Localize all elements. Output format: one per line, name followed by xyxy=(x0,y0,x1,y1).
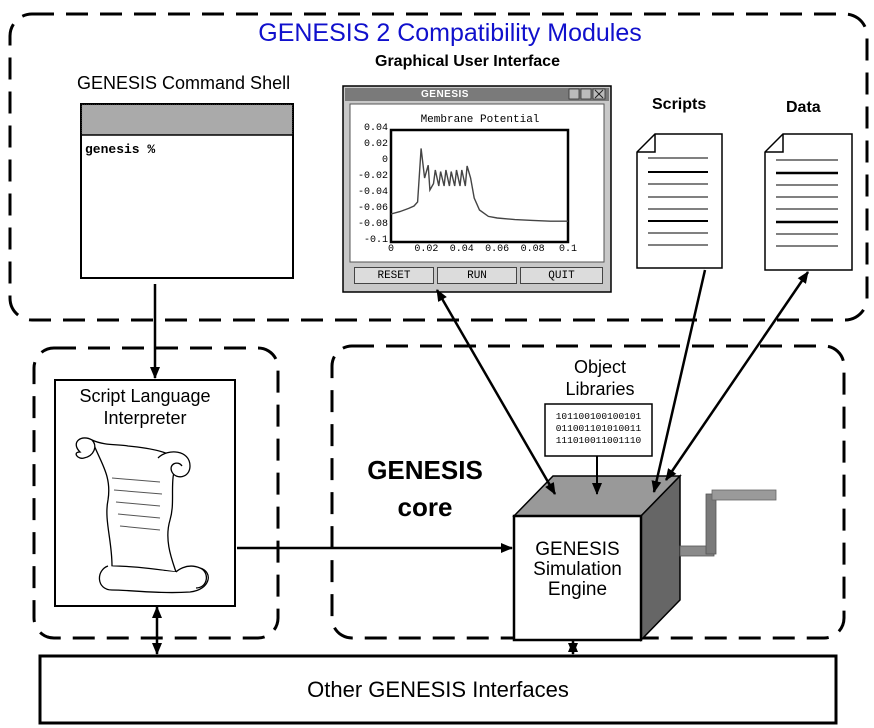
bits-line: 111010011001110 xyxy=(555,435,642,446)
reset-button[interactable]: RESET xyxy=(354,267,434,284)
engine-label-line2: Simulation xyxy=(533,559,622,580)
engine-cube xyxy=(512,474,682,642)
bits-text: 101100100100101 011001101010011 11101001… xyxy=(545,411,652,447)
x-tick-label: 0.04 xyxy=(449,244,474,255)
y-tick-label: -0.1 xyxy=(363,235,388,246)
interpreter-label-line2: Interpreter xyxy=(103,408,187,428)
run-button[interactable]: RUN xyxy=(437,267,517,284)
scripts-document-icon xyxy=(636,133,723,269)
y-tick-label: -0.08 xyxy=(357,219,388,230)
x-tick-label: 0.06 xyxy=(485,244,510,255)
x-tick-label: 0.02 xyxy=(414,244,439,255)
engine-label: GENESIS Simulation Engine xyxy=(514,540,641,600)
diagram-title: GENESIS 2 Compatibility Modules xyxy=(258,19,642,47)
scroll-icon xyxy=(75,437,209,594)
bits-box xyxy=(544,403,653,457)
engine-label-line1: GENESIS xyxy=(535,539,620,560)
object-libraries-label: Object Libraries xyxy=(545,356,655,400)
gui-maximize-icon[interactable] xyxy=(580,88,592,100)
membrane-plot xyxy=(389,128,570,244)
y-tick-label: 0.04 xyxy=(363,123,388,134)
core-label-line1: GENESIS xyxy=(367,455,483,485)
y-tick-label: -0.02 xyxy=(357,171,388,182)
shell-titlebar xyxy=(82,105,292,135)
plot-title: Membrane Potential xyxy=(420,114,540,126)
y-tick-label: 0.02 xyxy=(363,139,388,150)
plot-frame xyxy=(389,128,570,244)
x-tick-label: 0.1 xyxy=(558,244,577,255)
bits-line: 101100100100101 xyxy=(555,411,642,422)
arrow-data-engine xyxy=(664,271,810,481)
interpreter-label: Script Language Interpreter xyxy=(55,385,235,429)
gui-titlebar xyxy=(345,88,609,101)
y-tick-label: -0.04 xyxy=(357,187,388,198)
gui-minimize-icon[interactable] xyxy=(568,88,580,100)
y-tick-label: -0.06 xyxy=(357,203,388,214)
core-label: GENESIS core xyxy=(340,452,510,526)
gui-label: Graphical User Interface xyxy=(375,53,560,70)
quit-button[interactable]: QUIT xyxy=(520,267,603,284)
x-tick-label: 0 xyxy=(387,244,394,255)
engine-label-line3: Engine xyxy=(547,579,608,600)
crank-handle-icon xyxy=(679,489,777,557)
other-interfaces-box xyxy=(38,654,838,725)
interpreter-label-line1: Script Language xyxy=(79,386,211,406)
scripts-label: Scripts xyxy=(652,96,707,113)
data-label: Data xyxy=(786,99,821,116)
shell-label: GENESIS Command Shell xyxy=(77,73,291,93)
bits-line: 011001101010011 xyxy=(555,423,642,434)
membrane-trace xyxy=(390,148,568,222)
other-interfaces-label: Other GENESIS Interfaces xyxy=(307,677,569,702)
data-document-icon xyxy=(764,133,853,271)
shell-prompt[interactable]: genesis % xyxy=(85,142,156,157)
gui-window-title: GENESIS xyxy=(421,89,469,100)
y-tick-label: 0 xyxy=(381,155,388,166)
x-tick-label: 0.08 xyxy=(520,244,545,255)
object-libraries-line2: Libraries xyxy=(565,379,635,399)
arrow-gui-engine xyxy=(435,289,557,495)
object-libraries-line1: Object xyxy=(573,357,627,377)
core-label-line2: core xyxy=(397,492,453,522)
